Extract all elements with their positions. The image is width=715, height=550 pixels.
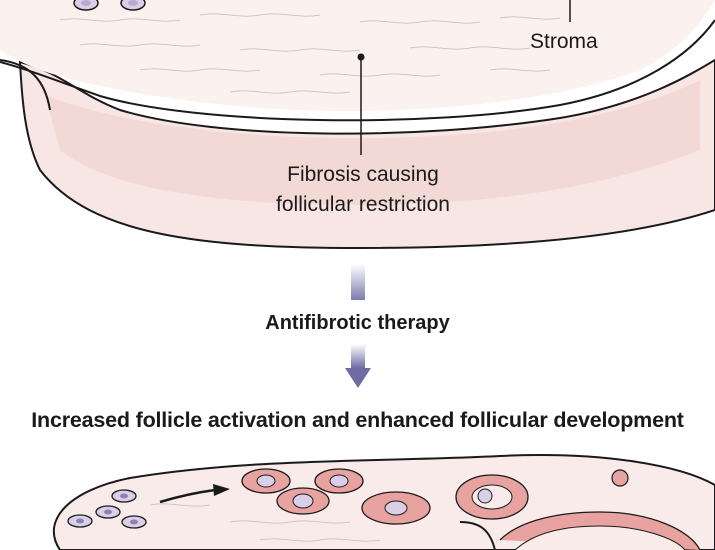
primordial-follicles <box>67 489 147 529</box>
therapy-arrow <box>345 264 371 388</box>
ovary-surface-edge <box>0 19 715 122</box>
fibrosis-leader-dot <box>357 53 365 61</box>
fibrotic-ovary <box>0 0 715 250</box>
growing-follicles <box>241 468 701 550</box>
fibrosis-label: Fibrosis causing follicular restriction <box>258 160 468 220</box>
fibrosis-label-line2: follicular restriction <box>276 193 450 216</box>
fibrosis-label-line1: Fibrosis causing <box>287 163 439 186</box>
therapy-label: Antifibrotic therapy <box>265 312 450 334</box>
activation-arrow <box>159 488 216 504</box>
outcome-heading: Increased follicle activation and enhanc… <box>31 408 684 432</box>
ovary-surface <box>0 0 715 111</box>
treated-ovary <box>53 453 715 550</box>
primordial-follicles-top <box>73 0 146 11</box>
stroma-fibers <box>59 13 561 94</box>
ovary-left-edge <box>0 59 51 111</box>
ovary-rim-shading <box>45 80 700 205</box>
stroma-label: Stroma <box>530 30 598 53</box>
